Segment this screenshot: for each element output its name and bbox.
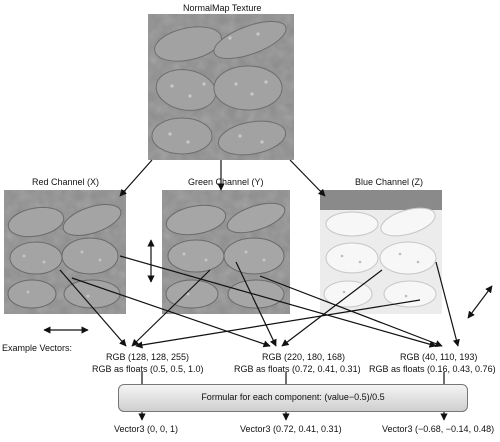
normalmap-texture-image (148, 14, 294, 160)
green-sample-to-rgb2 (235, 261, 277, 347)
formula-panel: Formular for each component: (value−0.5)… (118, 384, 468, 412)
red-channel-title: Red Channel (X) (32, 177, 100, 187)
arrow-to-blue-channel (289, 159, 326, 197)
green-channel-image (162, 190, 290, 314)
red-sample-to-rgb2 (71, 277, 271, 348)
vector-result-1: Vector3 (0, 0, 1) (114, 424, 179, 434)
rgb-value-1: RGB (128, 128, 255) (106, 352, 190, 362)
blue-sample-to-rgb2 (281, 269, 383, 347)
formula-text: Formular for each component: (value−0.5)… (201, 392, 385, 402)
arrow-to-red-channel (119, 159, 153, 197)
green-sample-to-rgb3 (259, 275, 443, 348)
blue-channel-image (320, 190, 442, 314)
example-vectors-label: Example Vectors: (2, 343, 73, 353)
rgb-floats-2: RGB as floats (0.72, 0.41, 0.31) (234, 364, 361, 374)
rgb-value-2: RGB (220, 180, 168) (262, 352, 346, 362)
blue-sample-to-rgb1 (135, 299, 421, 349)
vector-result-2: Vector3 (0.72, 0.41, 0.31) (240, 424, 342, 434)
red-sample-to-rgb1 (59, 269, 127, 347)
rgb-floats-1: RGB as floats (0.5, 0.5, 1.0) (92, 364, 204, 374)
red-sample-to-rgb3 (119, 255, 437, 348)
red-channel-image (4, 190, 126, 314)
rgb-value-3: RGB (40, 110, 193) (400, 352, 478, 362)
blue-channel-title: Blue Channel (Z) (355, 177, 424, 187)
green-channel-title: Green Channel (Y) (188, 177, 264, 187)
blue-sample-to-rgb3 (435, 261, 460, 347)
normalmap-title: NormalMap Texture (183, 3, 262, 13)
diagonal-double-arrow (467, 285, 493, 319)
vector-result-3: Vector3 (−0.68, −0.14, 0.48) (382, 424, 495, 434)
green-sample-to-rgb1 (131, 269, 211, 347)
rgb-floats-3: RGB as floats (0.16, 0.43, 0.76) (369, 364, 496, 374)
